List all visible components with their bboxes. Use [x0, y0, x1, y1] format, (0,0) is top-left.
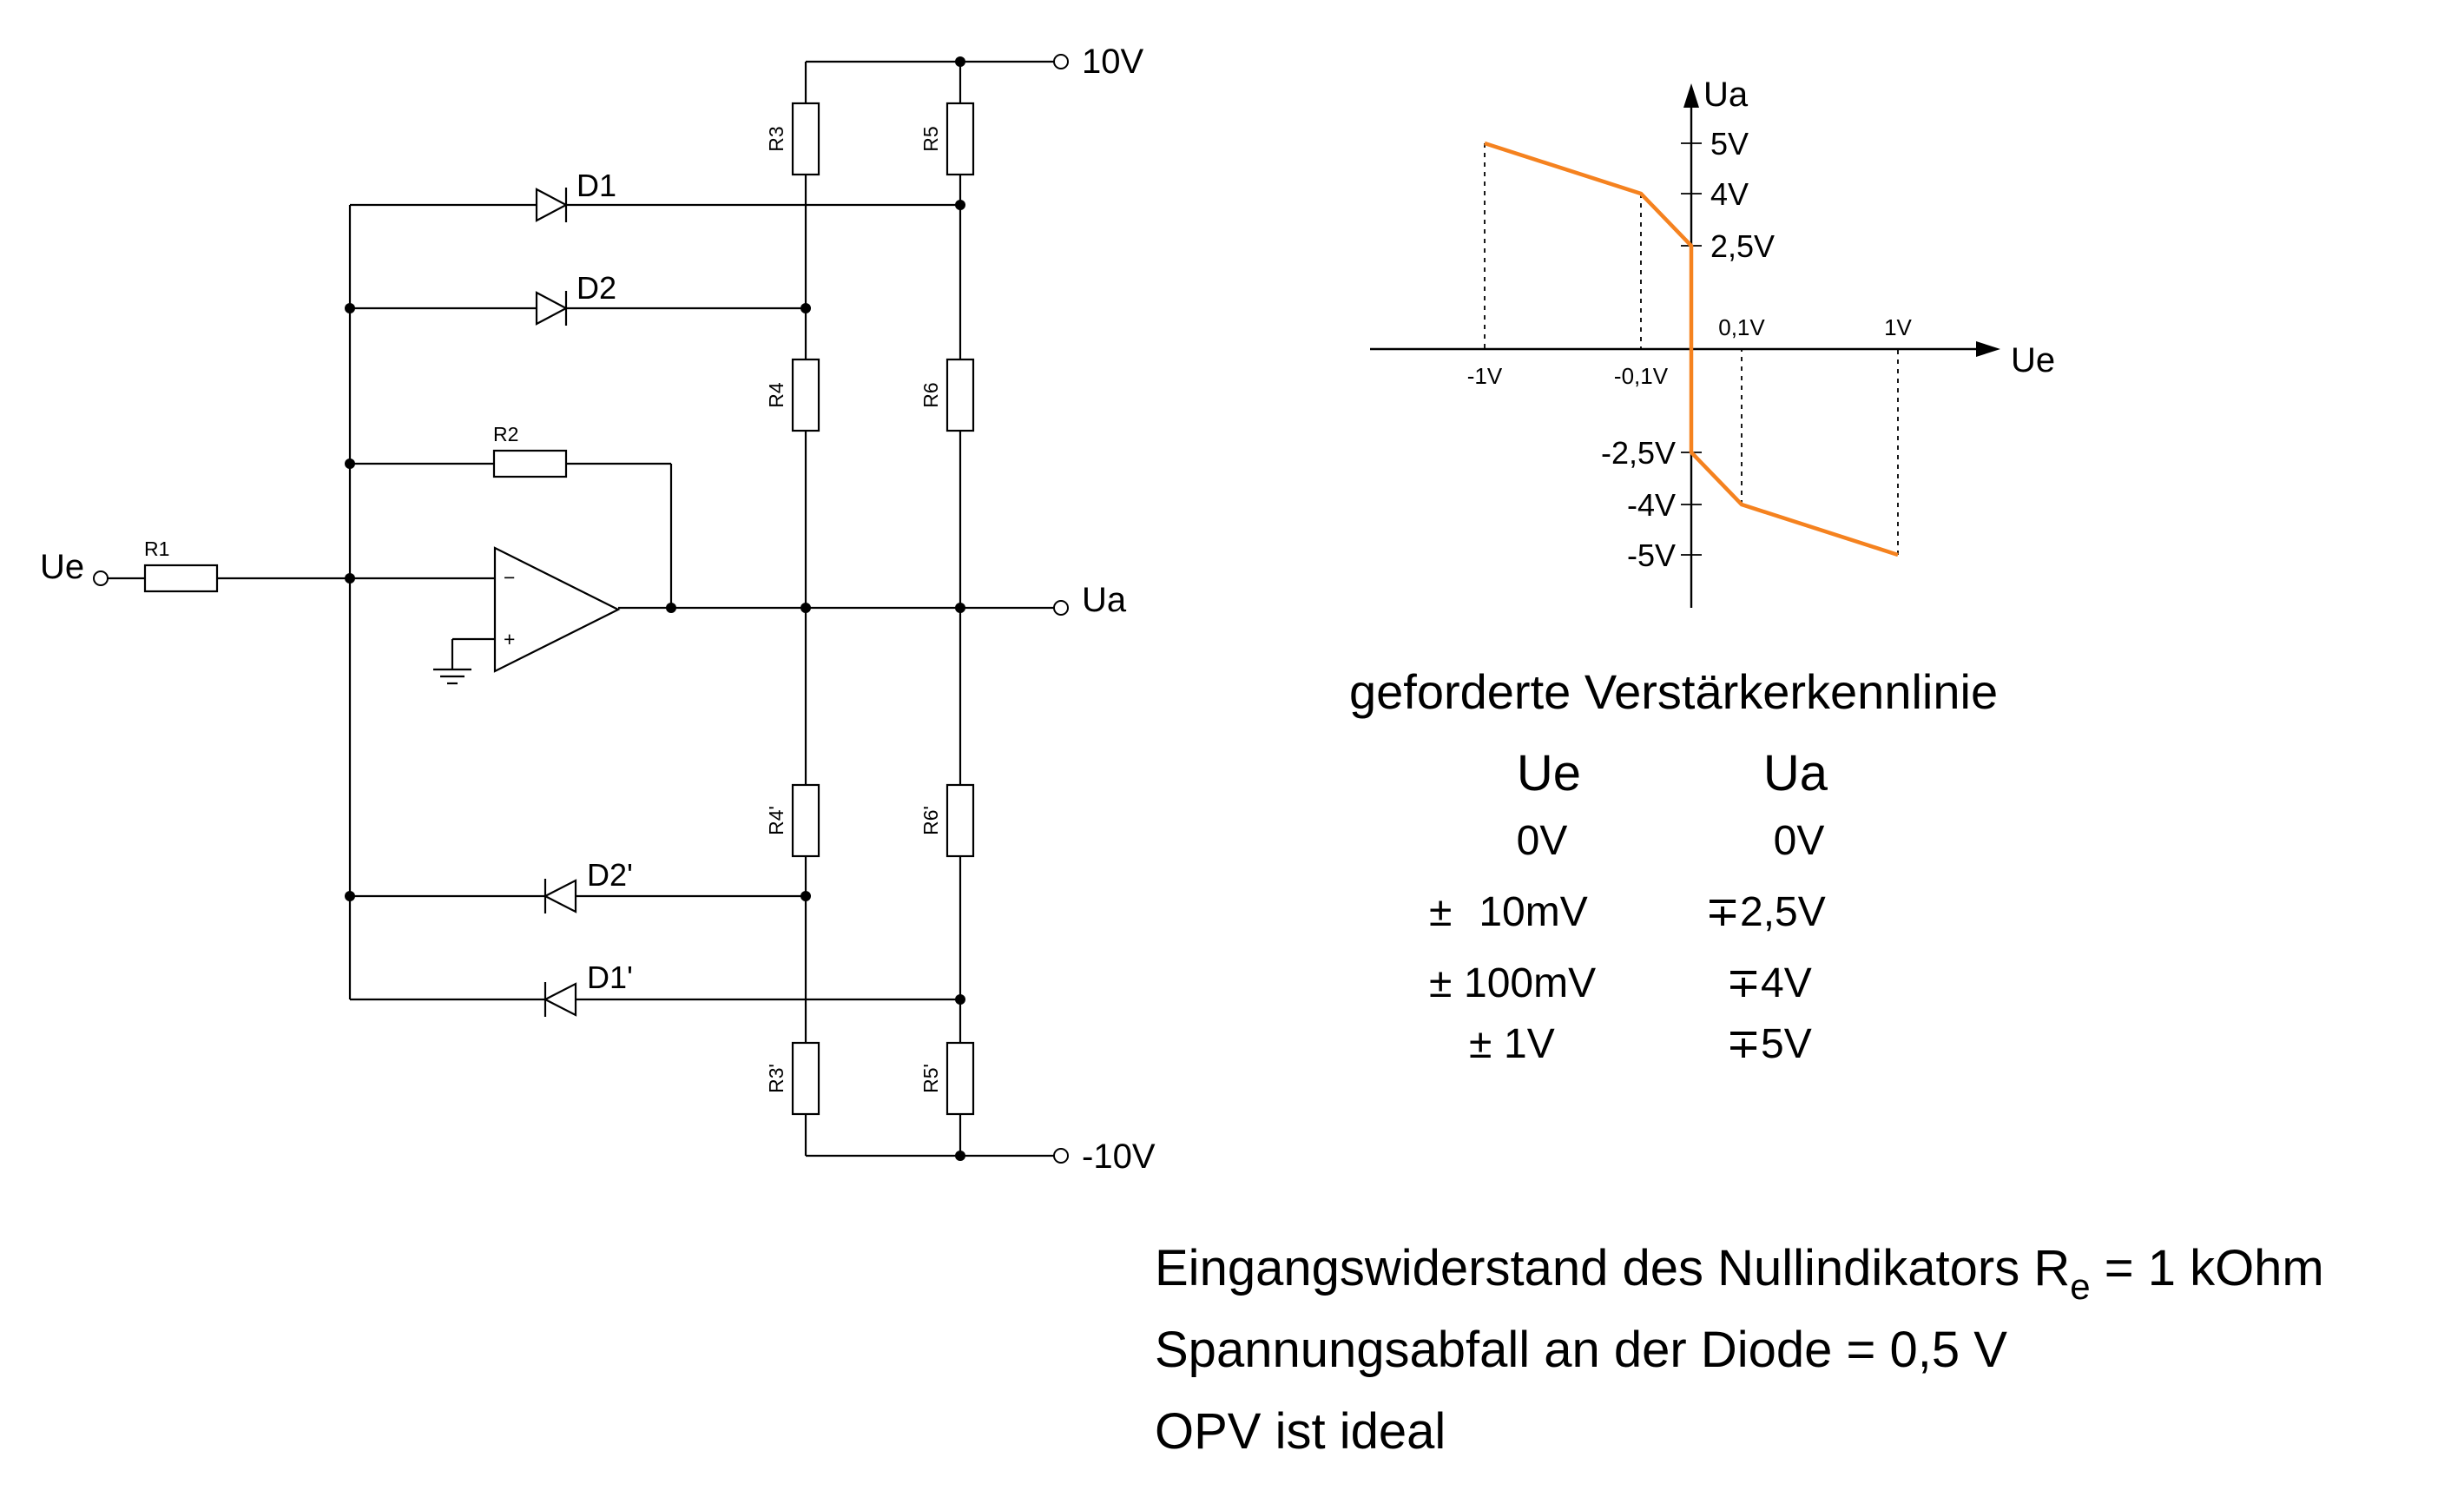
resistor-r3	[791, 102, 820, 176]
r3-label: R3	[765, 126, 787, 151]
x-axis-arrow-icon	[1976, 341, 2000, 357]
input-terminal	[93, 570, 109, 586]
x-axis-label: Ue	[2011, 341, 2055, 379]
diode-d2-prime	[543, 879, 577, 913]
guide-lines	[1484, 143, 1899, 555]
table-row-3-ua: 5V	[1761, 1021, 1812, 1067]
table-row-2-ue-sign: ±	[1429, 960, 1452, 1006]
resistor-r4-prime	[791, 783, 820, 858]
opamp	[493, 546, 621, 673]
opamp-inverting-sign: −	[504, 566, 515, 589]
table-row-1-ua: 2,5V	[1740, 889, 1826, 935]
resistor-r1	[143, 564, 219, 593]
r6-label: R6	[919, 382, 942, 407]
diode-d2	[535, 291, 569, 326]
y-tick-label: -2,5V	[1601, 435, 1676, 471]
y-tick-label: 4V	[1710, 176, 1749, 212]
chart-caption: geforderte Verstärkerkennlinie	[1349, 664, 1998, 719]
series-line	[1484, 141, 1899, 557]
input-label: Ue	[40, 548, 84, 586]
r3-prime-label: R3'	[765, 1064, 787, 1093]
opamp-noninverting-sign: +	[504, 628, 515, 650]
resistor-r3-prime	[791, 1041, 820, 1116]
table-row-2-ua: 4V	[1761, 960, 1812, 1006]
resistor-r5-prime	[945, 1041, 975, 1116]
pos-supply-terminal	[1053, 54, 1069, 69]
junction-dots	[345, 56, 965, 1161]
note-diode-drop: Spannungsabfall an der Diode = 0,5 V	[1155, 1322, 2007, 1378]
note-input-resistance: Eingangswiderstand des Nullindikators Re…	[1155, 1240, 2324, 1307]
r5-prime-label: R5'	[919, 1064, 942, 1093]
resistor-r5	[945, 102, 975, 176]
note-opamp-ideal: OPV ist ideal	[1155, 1403, 1446, 1460]
neg-supply-label: -10V	[1082, 1138, 1156, 1176]
x-tick-label: -1V	[1467, 363, 1503, 389]
resistor-r4	[791, 358, 820, 432]
table-row-1-ue-sign: ±	[1429, 889, 1452, 935]
diode-d1	[535, 188, 569, 222]
resistor-r6-prime	[945, 783, 975, 858]
resistor-r2	[492, 449, 568, 478]
table-row-1-ue: 10mV	[1467, 889, 1588, 935]
output-terminal	[1053, 600, 1069, 616]
r1-label: R1	[144, 537, 169, 560]
table-header-ue: Ue	[1517, 745, 1581, 801]
x-tick-label: 0,1V	[1718, 314, 1765, 340]
d2-label: D2	[576, 270, 616, 306]
table-row-0-ue: 0V	[1517, 818, 1568, 864]
tick-marks: 5V 4V 2,5V -2,5V -4V -5V -1V -0,1V 0,1V 1V	[1467, 126, 1913, 573]
y-tick-label: 2,5V	[1710, 228, 1775, 264]
x-tick-label: 1V	[1884, 314, 1912, 340]
y-axis-label: Ua	[1703, 76, 1749, 114]
output-label: Ua	[1082, 581, 1127, 619]
pos-supply-label: 10V	[1082, 43, 1143, 81]
y-tick-label: -5V	[1627, 537, 1676, 573]
notes: Eingangswiderstand des Nullindikators Re…	[1155, 1240, 2324, 1460]
r4-prime-label: R4'	[765, 806, 787, 835]
r4-label: R4	[765, 382, 787, 408]
table-row-3-ue: 1V	[1504, 1021, 1555, 1067]
resistor-r6	[945, 358, 975, 432]
value-table: Ue Ua 0V 0V ± 10mV ∓ 2,5V ± 100mV ∓ 4V ±…	[1429, 745, 1828, 1067]
d2-prime-label: D2'	[587, 857, 633, 893]
table-row-1-ua-sign: ∓	[1705, 889, 1740, 935]
table-row-3-ua-sign: ∓	[1726, 1021, 1761, 1067]
table-header-ua: Ua	[1763, 745, 1828, 801]
d1-prime-label: D1'	[587, 960, 633, 995]
d1-label: D1	[576, 168, 616, 203]
r5-label: R5	[919, 126, 942, 151]
diode-d1-prime	[543, 982, 577, 1017]
table-row-2-ue: 100mV	[1464, 960, 1596, 1006]
y-tick-label: 5V	[1710, 126, 1749, 162]
table-row-3-ue-sign: ±	[1469, 1021, 1492, 1067]
schematic: Ue Ua 10V -10V R1 R2 R3 R4 R4' R3' R5 R6…	[40, 43, 1156, 1176]
table-row-2-ua-sign: ∓	[1726, 960, 1761, 1006]
r2-label: R2	[493, 423, 518, 445]
table-row-0-ua: 0V	[1774, 818, 1825, 864]
neg-supply-terminal	[1053, 1148, 1069, 1164]
r6-prime-label: R6'	[919, 806, 942, 835]
characteristic-chart: 5V 4V 2,5V -2,5V -4V -5V -1V -0,1V 0,1V 1V Ua Ue	[1370, 76, 2055, 608]
y-tick-label: -4V	[1627, 487, 1676, 523]
x-tick-label: -0,1V	[1614, 363, 1669, 389]
y-axis-arrow-icon	[1683, 83, 1699, 108]
